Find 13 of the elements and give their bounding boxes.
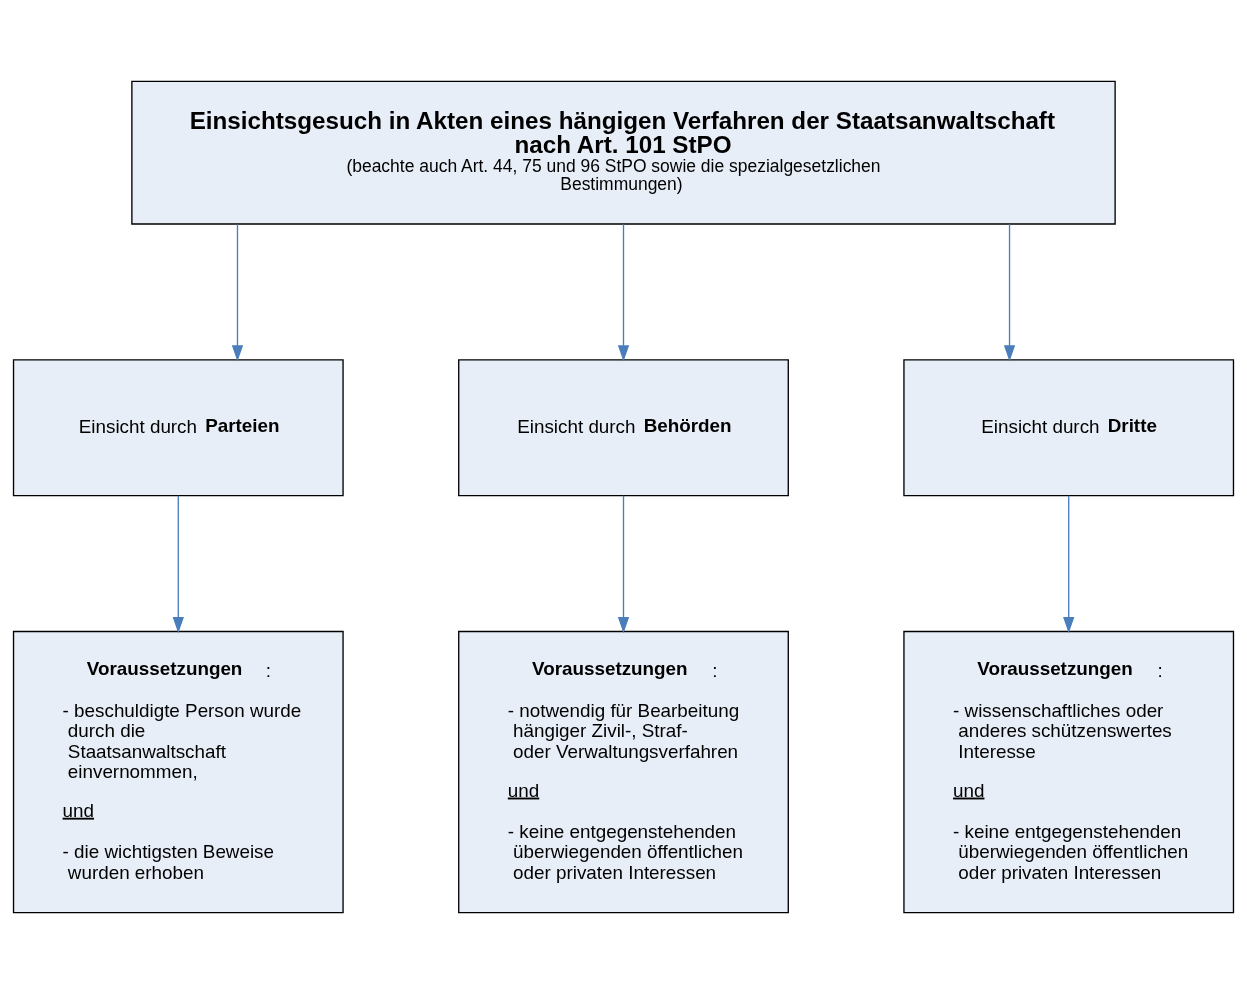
node-box: Einsicht durch Dritte	[903, 358, 1235, 496]
arrow	[617, 223, 630, 361]
node-box: Voraussetzungen: - wissenschaftliches oder anderes schützenswertes Interesse und - keine entgegenstehenden überwiegenden öffentlichen oder privaten Interessen	[903, 630, 1235, 913]
node-box: Einsicht durch Parteien	[12, 358, 344, 496]
arrow	[1063, 494, 1075, 633]
node-box: Einsichtsgesuch in Akten eines hängigen Verfahren der Staatsanwaltschaft nach Art. 101 StPO (beachte auch Art. 44, 75 und 96 StPO sowie die spezialgesetzlichen Bestimmungen)	[131, 80, 1116, 225]
arrow	[1003, 223, 1016, 361]
node-box: Voraussetzungen: - notwendig für Bearbeitung hängiger Zivil-, Straf- oder Verwaltungsverfahren und - keine entgegenstehenden überwiegenden öffentlichen oder privaten Interessen	[458, 630, 789, 913]
arrow	[231, 223, 244, 361]
node-box: Einsicht durch Behörden	[458, 358, 789, 496]
node-box: Voraussetzungen: - beschuldigte Person wurde durch die Staatsanwaltschaft einvernommen, und - die wichtigsten Beweise wurden erhoben	[12, 630, 344, 913]
arrow	[617, 494, 630, 633]
arrow	[172, 494, 184, 633]
